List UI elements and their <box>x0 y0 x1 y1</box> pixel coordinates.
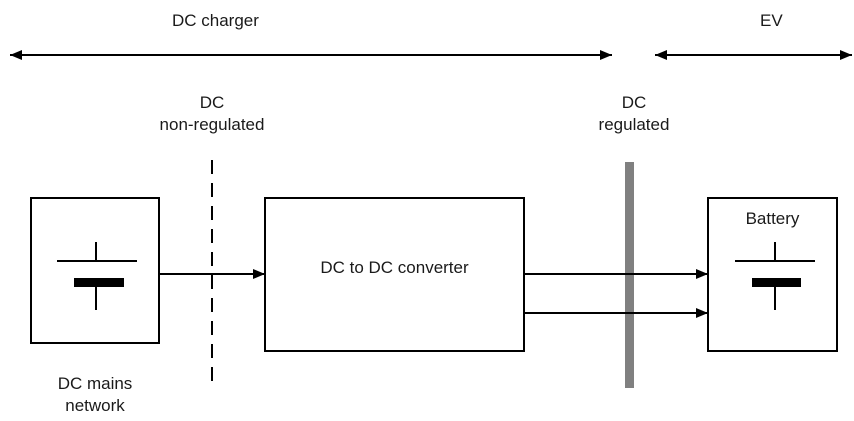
dc-non-regulated-line2: non-regulated <box>159 115 265 134</box>
dc-non-regulated-line1: DC <box>199 93 225 112</box>
ev-label: EV <box>760 11 783 30</box>
battery-box <box>707 197 838 352</box>
dc-mains-line1: DC mains <box>57 374 133 393</box>
dc-non-regulated-label: DC non-regulated <box>142 92 282 136</box>
dc-regulated-line2: regulated <box>598 115 670 134</box>
converter-label: DC to DC converter <box>320 258 469 277</box>
dc-mains-battery-symbol-icon <box>57 242 137 310</box>
ev-battery-symbol-icon <box>735 242 815 310</box>
dc-charger-label: DC charger <box>172 11 259 30</box>
dc-mains-box <box>30 197 160 344</box>
dc-mains-line2: network <box>65 396 125 415</box>
dc-mains-network-label: DC mains network <box>20 373 170 417</box>
dc-regulated-label: DC regulated <box>579 92 689 136</box>
dc-regulated-line1: DC <box>621 93 647 112</box>
battery-label: Battery <box>745 209 800 228</box>
